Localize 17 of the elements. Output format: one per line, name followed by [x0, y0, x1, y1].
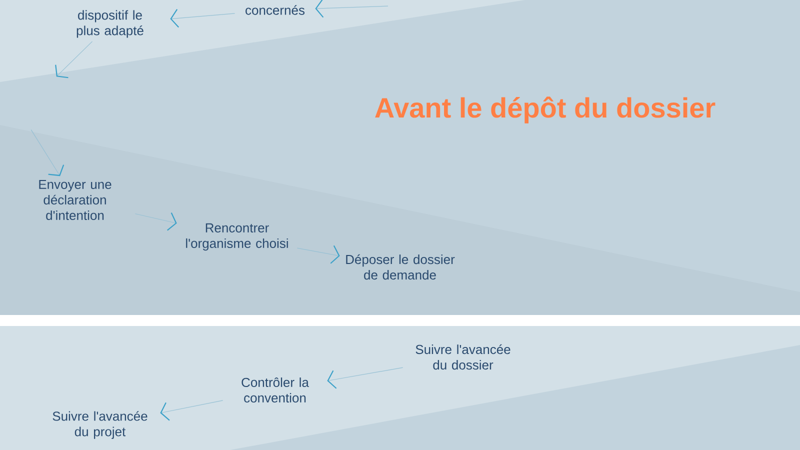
chevron-arrow — [327, 367, 404, 389]
section-heading: Avant le dépôt du dossier — [375, 96, 716, 124]
chevron-arrow — [170, 8, 236, 28]
step-text: Suivre l'avancée du dossier — [416, 344, 510, 370]
step-text: Déposer le dossier de demande — [346, 254, 455, 280]
step-text: Envoyer une déclaration d'intention — [39, 180, 112, 220]
chevron-arrow — [315, 0, 388, 18]
chevron-arrow — [134, 212, 177, 231]
chevron-arrow — [30, 129, 64, 176]
chevron-arrow — [160, 400, 224, 421]
step-text: Rencontrer l'organisme choisi — [186, 223, 288, 251]
step-text: Suivre l'avancée du projet — [52, 411, 148, 439]
chevron-arrow — [296, 245, 340, 264]
step-text: concernés — [246, 5, 305, 15]
step-text: dispositif le plus adapté — [76, 10, 144, 38]
chevron-arrow — [55, 41, 93, 78]
step-text: Contrôler la convention — [242, 377, 309, 403]
